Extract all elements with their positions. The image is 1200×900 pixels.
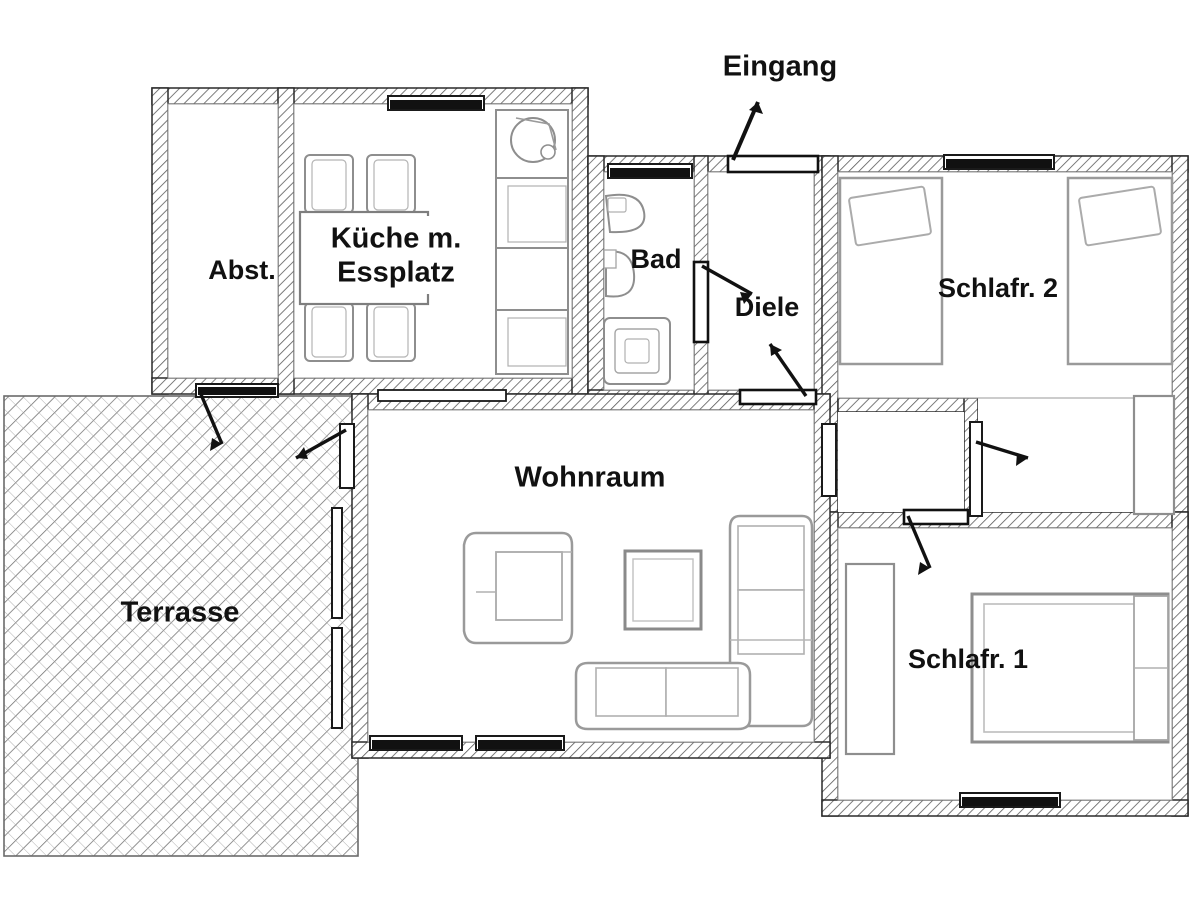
wardrobe-schlaf1 — [844, 562, 896, 756]
sofa-cushion-3 — [737, 525, 805, 591]
door-entrance-arrowhead — [749, 102, 763, 114]
door-abst-terrasse-arrowhead — [210, 438, 222, 451]
wall-schlaf2-corridor-top — [837, 397, 979, 413]
room-label-wohnraum: Wohnraum — [515, 462, 666, 494]
door-corridor-leaf — [969, 421, 983, 517]
room-label-terrasse: Terrasse — [121, 597, 240, 629]
door-diele-wohnraum-arrowhead — [770, 344, 782, 356]
floor-abst — [168, 104, 278, 378]
bed-double-mattress — [983, 603, 1157, 733]
dining-chair-top-left-seat — [311, 159, 347, 211]
outline-abst — [167, 103, 279, 379]
room-labels: Abst. Küche m. Essplatz Bad Diele Schlaf… — [121, 51, 1058, 674]
door-entrance-leaf — [726, 154, 820, 174]
window-wohnraum-left-sill — [372, 740, 460, 749]
wardrobe-schlaf2 — [1132, 394, 1176, 516]
dining-chair-top-right-seat — [373, 159, 409, 211]
pillow-left — [848, 185, 932, 247]
washbasin-tap — [607, 197, 627, 213]
kitchen-faucet — [515, 117, 557, 151]
windows — [195, 95, 1061, 808]
door-schlaf1-leaf — [902, 508, 970, 526]
door-entrance-swing — [731, 101, 760, 161]
window-bad-sill — [610, 168, 690, 177]
window-schlaf2-sill — [946, 159, 1052, 168]
kitchen-cabinet-face-2 — [507, 317, 567, 367]
room-label-diele: Diele — [735, 292, 800, 322]
wohnraum-furniture — [462, 514, 814, 731]
outline-wohnraum — [367, 409, 815, 743]
terrace-slider-2 — [331, 627, 343, 729]
schlaf2-furniture — [838, 176, 1176, 516]
room-label-abst: Abst. — [208, 255, 276, 285]
room-label-essplatz: Essplatz — [337, 257, 455, 289]
kitchen-furniture — [495, 109, 569, 375]
window-schlaf1-sill — [962, 797, 1058, 806]
door-bad-arrowhead — [740, 292, 752, 304]
kitchen-sink-drain — [540, 144, 556, 160]
door-diele-wohnraum-leaf — [738, 388, 818, 406]
label-backdrop-kueche — [318, 216, 476, 294]
dining-chair-bottom-right-seat — [373, 306, 409, 358]
toilet-cistern — [603, 249, 617, 269]
kitchen-cabinet-face-1 — [507, 185, 567, 243]
kitchen-cabinet-2 — [495, 247, 569, 311]
room-label-schlaf1: Schlafr. 1 — [908, 644, 1028, 674]
bathroom-fixtures — [603, 193, 671, 385]
sofa-cushion-1 — [595, 667, 667, 717]
doors — [198, 101, 1029, 575]
pillow-right — [1078, 185, 1162, 247]
sofa-cushion-2 — [665, 667, 739, 717]
door-bad-swing — [701, 264, 753, 296]
annotation-label-eingang: Eingang — [723, 51, 837, 83]
terrasse-surface — [3, 395, 359, 857]
window-abst-sill — [198, 387, 276, 395]
wall-right-kueche — [571, 87, 589, 395]
terrace-slider-1 — [331, 507, 343, 619]
door-schlaf2-arrowhead — [1016, 453, 1028, 466]
coffee-table-top — [632, 558, 694, 622]
window-kueche-sill — [390, 100, 482, 109]
terrace-door-leaf — [339, 423, 355, 489]
room-label-kueche: Küche m. — [331, 223, 462, 255]
sofa-cushion-4 — [737, 589, 805, 655]
door-schlaf1-arrowhead — [918, 562, 930, 575]
shower-drain — [624, 338, 650, 364]
window-wohnraum-right-sill — [478, 740, 562, 749]
wall-abst-kueche-divider — [277, 87, 295, 395]
room-label-bad: Bad — [630, 244, 681, 274]
door-abst-terrasse-swing — [198, 391, 224, 445]
wall-left-abst — [151, 87, 169, 395]
door-schlaf1-swing — [906, 515, 932, 569]
room-label-schlaf2: Schlafr. 2 — [938, 273, 1058, 303]
dining-chair-bottom-left-seat — [311, 306, 347, 358]
window-wohnraum-east — [821, 423, 837, 497]
window-wohnraum-top — [377, 389, 507, 402]
door-wohnraum-terrasse-arrowhead — [296, 447, 308, 459]
armchair-seat — [495, 551, 563, 621]
schlaf1-furniture — [844, 562, 1170, 756]
terrasse-area — [3, 395, 359, 857]
wall-left-bad — [587, 155, 605, 407]
wall-right-schlaf1 — [1171, 511, 1189, 817]
door-bad-leaf — [692, 260, 710, 344]
floor-corridor — [838, 412, 964, 512]
wall-top-left-block — [151, 87, 589, 105]
floor-diele — [708, 172, 814, 390]
